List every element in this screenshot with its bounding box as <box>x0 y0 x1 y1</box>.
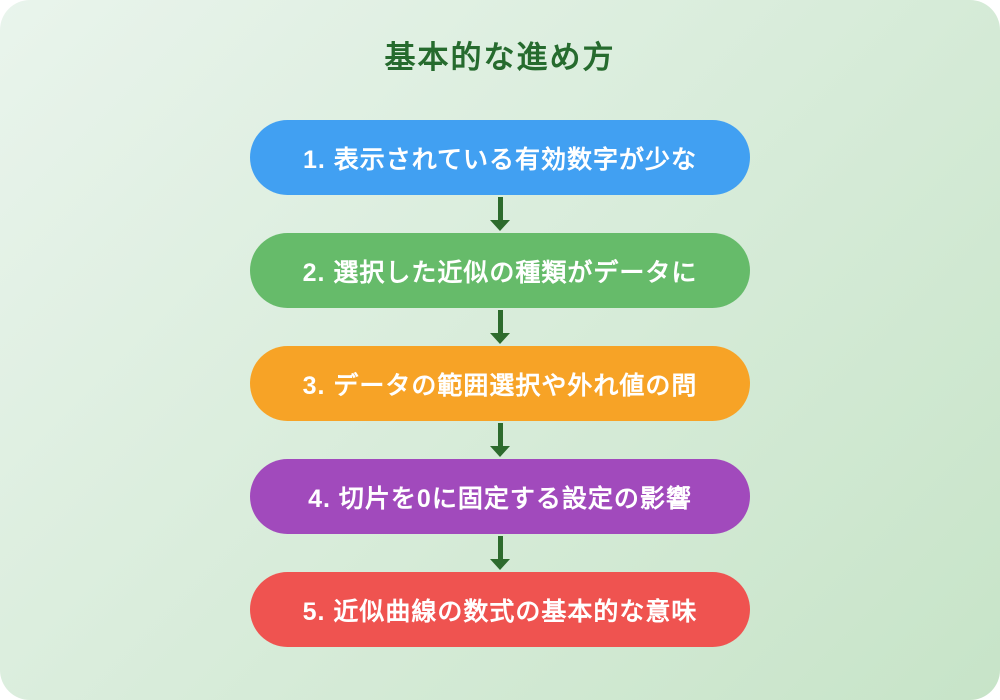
arrow-stem <box>497 310 503 333</box>
flowchart: 1. 表示されている有効数字が少な 2. 選択した近似の種類がデータに 3. デ… <box>0 120 1000 647</box>
arrow-head <box>490 333 510 344</box>
step-3-label: 3. データの範囲選択や外れ値の問 <box>302 371 698 400</box>
step-5: 5. 近似曲線の数式の基本的な意味 <box>250 572 750 647</box>
down-arrow-icon <box>490 308 510 346</box>
step-1: 1. 表示されている有効数字が少な <box>250 120 750 195</box>
page-title: 基本的な進め方 <box>384 40 616 75</box>
arrow-head <box>490 220 510 231</box>
arrow-stem <box>497 536 503 559</box>
down-arrow-icon <box>490 195 510 233</box>
arrow-head <box>490 559 510 570</box>
down-arrow-icon <box>490 421 510 459</box>
step-1-label: 1. 表示されている有効数字が少な <box>302 145 698 174</box>
arrow-head <box>490 446 510 457</box>
step-4-label: 4. 切片を0に固定する設定の影響 <box>308 484 692 513</box>
step-5-label: 5. 近似曲線の数式の基本的な意味 <box>302 597 698 626</box>
arrow-stem <box>497 197 503 220</box>
down-arrow-icon <box>490 534 510 572</box>
arrow-stem <box>497 423 503 446</box>
step-3: 3. データの範囲選択や外れ値の問 <box>250 346 750 421</box>
step-2: 2. 選択した近似の種類がデータに <box>250 233 750 308</box>
step-2-label: 2. 選択した近似の種類がデータに <box>302 258 698 287</box>
step-4: 4. 切片を0に固定する設定の影響 <box>250 459 750 534</box>
